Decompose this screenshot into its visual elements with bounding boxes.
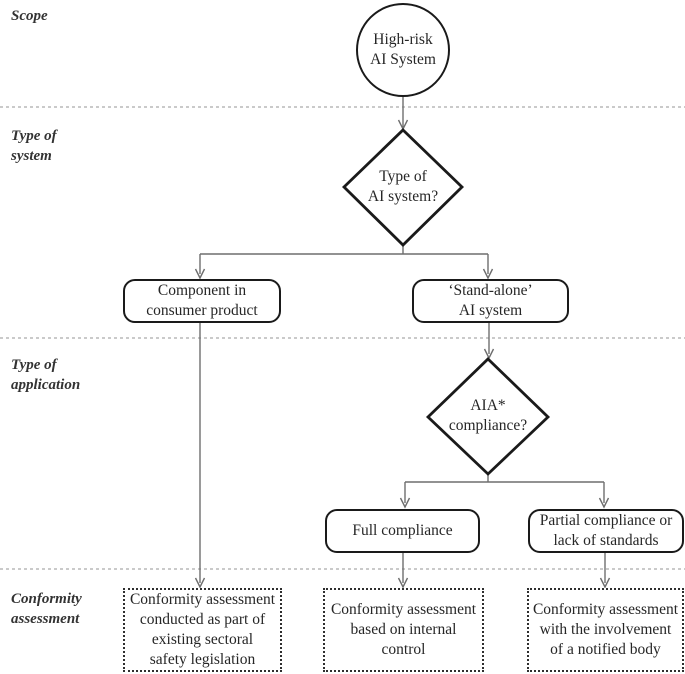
arrowhead-icon	[599, 577, 611, 589]
section-label-line: Conformity	[11, 591, 82, 607]
section-label-line: assessment	[11, 611, 80, 627]
arrowhead-icon	[194, 268, 206, 280]
node-text-line: Partial compliance or	[539, 512, 673, 529]
node-partial-compliance: Partial compliance or lack of standards	[528, 509, 684, 553]
section-label-line: Type of	[11, 357, 57, 373]
arrowhead-icon	[598, 497, 610, 509]
section-label-conformity-assessment: Conformity assessment	[11, 589, 82, 629]
node-text-line: ‘Stand-alone’	[448, 282, 533, 299]
section-label-line: application	[11, 377, 81, 393]
node-stand-alone-ai-system: ‘Stand-alone’ AI system	[412, 279, 569, 323]
arrowhead-icon	[397, 577, 409, 589]
node-text-line: AI system	[458, 302, 523, 319]
node-component-in-consumer-product: Component in consumer product	[123, 279, 281, 323]
node-outcome-sectoral-legislation: Conformity assessment conducted as part …	[123, 588, 282, 672]
node-text-line: Full compliance	[352, 522, 453, 539]
node-text-line: Type of	[379, 168, 427, 185]
section-label-line: Type of	[11, 128, 57, 144]
node-text-line: AIA*	[470, 397, 506, 414]
node-text-line: Conformity assessment	[129, 591, 276, 608]
node-text-line: conducted as part of	[139, 611, 266, 628]
node-text-line: High-risk	[373, 31, 433, 48]
node-text-line: AI system?	[367, 188, 439, 205]
node-text-line: Conformity assessment	[330, 601, 477, 618]
arrowhead-icon	[482, 268, 494, 280]
node-text-line: based on internal	[350, 621, 457, 638]
section-label-type-of-application: Type of application	[11, 355, 80, 395]
node-high-risk-ai-system: High-risk AI System	[356, 3, 450, 97]
node-outcome-internal-control: Conformity assessment based on internal …	[323, 588, 484, 672]
node-text-line: existing sectoral	[151, 631, 254, 648]
arrowhead-icon	[399, 497, 411, 509]
node-text-line: safety legislation	[149, 651, 256, 668]
node-text-line: Conformity assessment	[532, 601, 679, 618]
arrowhead-icon	[194, 577, 206, 589]
node-text-line: consumer product	[146, 302, 258, 319]
node-full-compliance: Full compliance	[325, 509, 480, 553]
section-label-line: system	[11, 148, 52, 164]
connector-aia-split	[404, 474, 605, 503]
node-text-line: of a notified body	[550, 641, 661, 658]
node-text-aia-compliance: AIA* compliance?	[428, 395, 548, 437]
decision-diamond-aia-compliance	[425, 357, 551, 476]
decision-diamond-type-of-ai-system	[341, 128, 465, 247]
node-text-line: control	[381, 641, 426, 658]
arrowhead-icon	[483, 348, 495, 360]
node-outcome-notified-body: Conformity assessment with the involveme…	[527, 588, 684, 672]
node-text-line: compliance?	[448, 417, 528, 434]
node-text-line: with the involvement	[539, 621, 672, 638]
node-text-line: Component in	[157, 282, 247, 299]
section-label-type-of-system: Type of system	[11, 126, 57, 166]
connector-group	[194, 97, 611, 589]
section-label-scope: Scope	[11, 6, 48, 26]
node-text-type-of-ai-system: Type of AI system?	[343, 166, 463, 208]
connector-type-split	[199, 245, 489, 274]
node-text-line: AI System	[370, 51, 436, 68]
node-text-line: lack of standards	[553, 532, 659, 549]
section-label-line: Scope	[11, 8, 48, 24]
